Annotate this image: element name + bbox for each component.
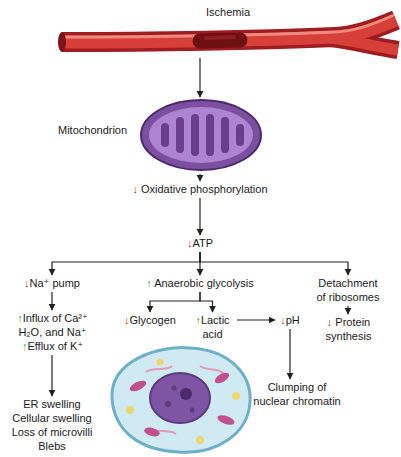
vesicle: [232, 392, 240, 400]
cell-mitochondrion: [128, 379, 148, 394]
cell-drawing: [112, 348, 250, 453]
vessel-node: Ischemia: [58, 0, 398, 56]
node-text: ↓ATP: [170, 236, 230, 250]
process-label: Detachment of ribosomes: [314, 276, 382, 304]
endoplasmic-reticulum: [146, 366, 224, 434]
nucleus: [150, 373, 210, 423]
decrease-arrow: ↓: [327, 316, 333, 328]
decrease-arrow: ↓: [280, 314, 286, 326]
process-label: ↓ Protein synthesis: [321, 315, 376, 343]
flow-arrow: [237, 319, 275, 320]
cell-membrane: [112, 348, 250, 453]
decrease-arrow: ↓: [24, 277, 30, 289]
process-label: ↓Na⁺ pump: [2, 276, 102, 290]
chromatin: [190, 408, 195, 413]
flow-arrow: [51, 292, 52, 310]
flow-arrow: [200, 252, 348, 275]
node-text: ↓pH: [277, 313, 303, 327]
node-text: Clumping of nuclear chromatin: [251, 380, 343, 408]
flow-arrow: [199, 58, 200, 97]
vesicle: [196, 436, 204, 444]
flow-arrow: [150, 292, 200, 312]
cell-mitochondrion: [143, 426, 161, 438]
cell-mitochondrion: [213, 371, 231, 386]
decrease-arrow: ↓: [187, 237, 193, 249]
node-text: Loss of microvilli: [2, 425, 102, 439]
increase-arrow: ↑: [146, 277, 152, 289]
vessel-occlusion: [200, 40, 240, 41]
crista: [161, 123, 169, 147]
process-label: ↑Lactic acid: [190, 313, 235, 341]
node-text: Mitochondrion: [58, 123, 127, 137]
node-text: ↓ Oxidative phosphorylation: [110, 182, 290, 196]
flow-arrow: [347, 306, 348, 314]
flow-arrow: [51, 355, 52, 396]
crista: [221, 117, 229, 153]
node-text: Detachment of ribosomes: [314, 276, 382, 304]
node-text: ↑Influx of Ca²⁺ H₂O, and Na⁺: [5, 311, 100, 339]
node-text: ER swelling: [2, 397, 102, 411]
decrease-arrow: ↓: [132, 183, 138, 195]
mitochondrion-drawing: [141, 100, 261, 170]
node-text: Ischemia: [58, 5, 398, 19]
decrease-arrow: ↓: [124, 314, 130, 326]
chromatin: [172, 386, 177, 391]
vesicle: [157, 359, 164, 366]
flow-arrow: [199, 174, 200, 181]
process-label: ↓pH: [277, 313, 303, 327]
outer-membrane: [141, 100, 261, 170]
vesicle: [126, 406, 134, 414]
nucleolus: [180, 388, 192, 400]
process-label: ↑ Anaerobic glycolysis: [130, 276, 270, 290]
node-text: ↑ Anaerobic glycolysis: [130, 276, 270, 290]
flow-arrow: [200, 292, 213, 312]
node-text: ↓Na⁺ pump: [2, 276, 102, 290]
process-label: ↓ATP: [170, 236, 230, 250]
flow-arrow: [289, 329, 290, 379]
vessel-end: [58, 32, 66, 52]
increase-arrow: ↑: [195, 314, 201, 326]
process-label: Clumping of nuclear chromatin: [251, 380, 343, 408]
node-text: ↑Efflux of K⁺: [5, 339, 100, 353]
vessel-branch-wall: [330, 38, 398, 50]
node-text: ↓Glycogen: [120, 313, 180, 327]
crista: [176, 117, 184, 153]
occlusion-highlight: [206, 37, 234, 38]
vessel-branch-lumen: [330, 38, 398, 50]
cell-mitochondrion: [216, 413, 236, 427]
mitochondrion-node: Mitochondrion: [140, 98, 262, 172]
crista: [206, 114, 214, 156]
node-text: ↓ Protein synthesis: [321, 315, 376, 343]
blood-vessel: [58, 15, 398, 52]
increase-arrow: ↑: [22, 340, 28, 352]
process-label: ↓ Oxidative phosphorylation: [110, 182, 290, 196]
chromatin: [165, 401, 171, 407]
outcome-list: ER swellingCellular swellingLoss of micr…: [2, 397, 102, 453]
flow-arrow: [199, 198, 200, 235]
node-text: ↑Lactic acid: [190, 313, 235, 341]
increase-arrow: ↑: [17, 312, 23, 324]
matrix: [149, 107, 253, 163]
crista: [191, 114, 199, 156]
node-text: Blebs: [2, 439, 102, 453]
node-text: Cellular swelling: [2, 411, 102, 425]
process-label: ↑Influx of Ca²⁺ H₂O, and Na⁺↑Efflux of K…: [5, 311, 100, 353]
process-label: ↓Glycogen: [120, 313, 180, 327]
crista: [236, 124, 244, 146]
flow-arrow: [52, 252, 200, 275]
